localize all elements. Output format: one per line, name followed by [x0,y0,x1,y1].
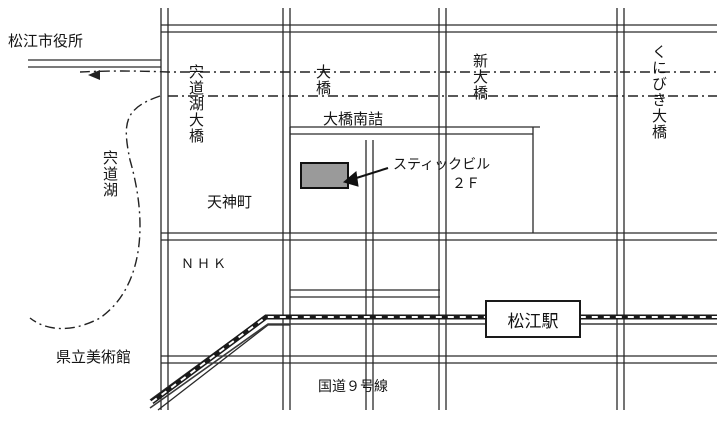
road-v-mid [365,140,374,410]
label-ohashi: 大橋 [314,64,332,96]
bridge-lines [79,70,717,97]
label-route9: 国道９号線 [318,379,388,395]
lake-shoreline [29,95,161,330]
road-v2 [282,8,291,410]
shore-road [28,59,161,68]
label-lake-shinjiko: 宍道湖 [101,150,119,198]
road-h-mid [161,232,717,241]
bridge-line-north [79,70,717,73]
shore-arrow [88,70,100,80]
road-h-route9 [161,355,717,364]
road-v1 [160,8,169,410]
label-tenjinmachi: 天神町 [207,193,253,211]
road-v4 [616,8,625,410]
label-shin-ohashi: 新大橋 [471,53,489,101]
label-shinjiko-ohashi: 宍道湖大橋 [187,64,205,144]
road-diagonal [149,317,290,411]
road-h-minamizume [290,126,540,135]
road-h-top [161,24,717,33]
label-city-hall: 松江市役所 [8,32,84,50]
label-building-floor: ２Ｆ [452,176,480,192]
matsue-station-box: 松江駅 [485,300,581,338]
pointer-arrow [342,167,389,187]
road-v3 [438,8,447,410]
label-ohashi-minamizume: 大橋南詰 [323,110,384,128]
destination-building [300,162,349,189]
label-building-name: スティックビル [393,157,491,173]
road-h-eki [290,289,440,298]
label-nhk: ＮＨＫ [181,257,230,272]
label-kunibiki-ohashi: くにびき大橋 [650,44,668,140]
label-matsue-station: 松江駅 [507,311,559,332]
label-art-museum: 県立美術館 [56,348,132,366]
